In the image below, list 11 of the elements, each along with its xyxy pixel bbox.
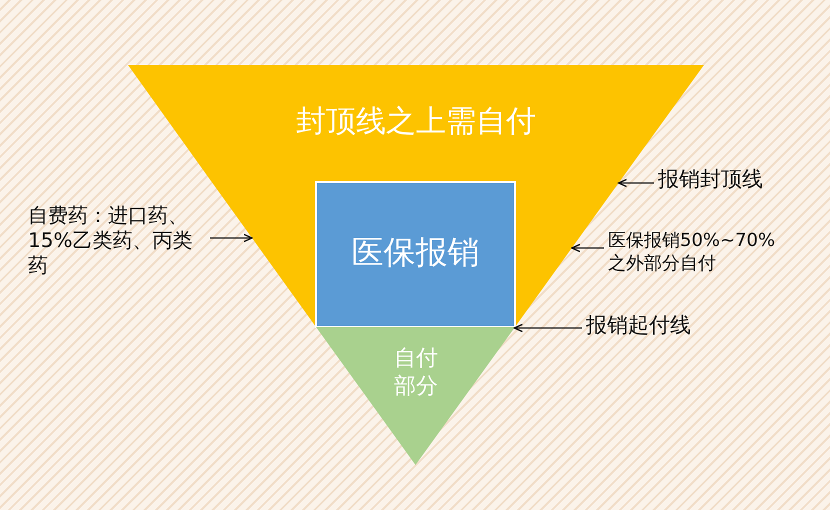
annotation-text: 报销封顶线 [658,166,764,192]
annotation-text: 医保报销50%~70%之外部分自付 [608,230,776,275]
annotation-text: 报销起付线 [586,312,692,338]
leader-arrow [618,178,654,188]
leader-arrow [210,234,253,242]
leader-arrow [514,324,582,332]
box-label: 医保报销 [350,232,480,272]
band-label: 封顶线之上需自付 [295,103,537,140]
annotation-text: 自费药：进口药、15%乙类药、丙类药 [28,203,194,278]
triangle-label: 自付部分 [393,345,439,400]
leader-arrow [571,244,604,252]
